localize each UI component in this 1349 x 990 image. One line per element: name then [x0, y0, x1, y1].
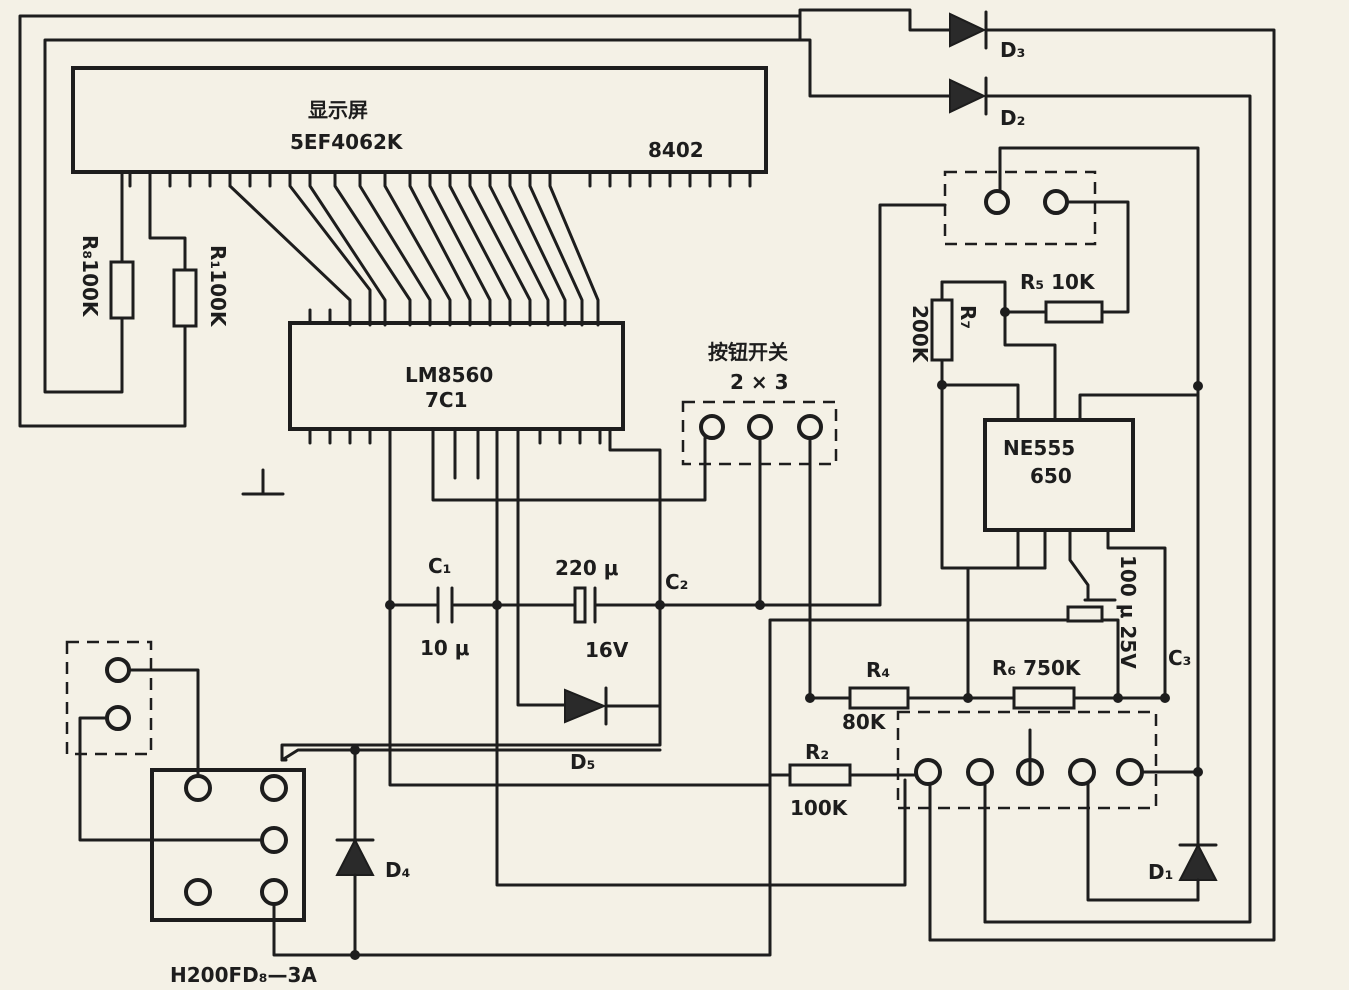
r8-label: R₈100K: [78, 235, 102, 317]
r5-r7-wiring: [940, 280, 1200, 570]
ground-symbol: [241, 468, 285, 496]
display-pins: [128, 170, 752, 188]
r1-label: R₁100K: [206, 245, 230, 327]
d1-diode: [1178, 842, 1218, 881]
left-socket-terminal-2[interactable]: [105, 705, 131, 731]
d2-diode: [949, 78, 987, 114]
c2-value-label: 220 μ: [555, 556, 619, 580]
switch-name-label: 按钮开关: [708, 340, 788, 364]
power-socket-outline: [943, 170, 1097, 246]
c3-value-label: 100 μ 25V: [1116, 555, 1140, 669]
r4-value-label: 80K: [842, 710, 886, 734]
c1-label: C₁: [428, 554, 452, 578]
relay-terminal-1[interactable]: [184, 774, 212, 802]
lm8560-pins: [308, 308, 602, 445]
c2-voltage-label: 16V: [585, 638, 629, 662]
switch-size-label: 2 × 3: [730, 370, 789, 394]
strip-wiring: [928, 728, 1200, 942]
d2-d3-rails: [928, 28, 1276, 942]
strip-terminal-5[interactable]: [1116, 758, 1144, 786]
left-socket-terminal-1[interactable]: [105, 657, 131, 683]
d3-label: D₃: [1000, 38, 1026, 62]
c2-label: C₂: [665, 570, 689, 594]
switch-terminal-2[interactable]: [747, 414, 773, 440]
relay-wiring: [78, 668, 772, 957]
strip-terminal-2[interactable]: [966, 758, 994, 786]
d4-label: D₄: [385, 858, 411, 882]
strip-terminal-4[interactable]: [1068, 758, 1096, 786]
display-block: [71, 66, 768, 174]
ne555-model-label: NE555: [1003, 436, 1076, 460]
relay-contact-strip: [896, 710, 1158, 810]
d1-label: D₁: [1148, 860, 1174, 884]
ne555-ref-label: 650: [1030, 464, 1072, 488]
lm8560-ref-label: 7C1: [425, 388, 468, 412]
c3-capacitor: [1066, 605, 1104, 623]
strip-terminal-1[interactable]: [914, 758, 942, 786]
r1-resistor: [172, 268, 198, 328]
left-socket-outline: [65, 640, 153, 756]
r5-resistor: [1044, 300, 1104, 324]
d4-diode: [335, 837, 375, 876]
display-code-label: 8402: [648, 138, 704, 162]
r5-label: R₅ 10K: [1020, 270, 1095, 294]
d5-diode: [564, 688, 607, 724]
relay-terminal-3[interactable]: [260, 826, 288, 854]
c3-label: C₃: [1168, 646, 1192, 670]
display-bus: [228, 170, 600, 327]
r2-label: R₂: [805, 740, 830, 764]
ne555-block: [983, 418, 1135, 532]
junction-dots: [350, 307, 1203, 960]
r2-resistor: [788, 763, 852, 787]
switch-terminal-1[interactable]: [699, 414, 725, 440]
switch-terminal-3[interactable]: [797, 414, 823, 440]
socket-terminal-1[interactable]: [984, 189, 1010, 215]
r6-label: R₆ 750K: [992, 656, 1081, 680]
display-model-label: 5EF4062K: [290, 130, 403, 154]
lm8560-model-label: LM8560: [405, 363, 494, 387]
relay-terminal-4[interactable]: [184, 878, 212, 906]
relay-terminal-5[interactable]: [260, 878, 288, 906]
lm8560-bottom-wiring: [280, 427, 907, 887]
r7-value-label: 200K: [908, 305, 932, 363]
switch-outline: [681, 400, 838, 466]
display-name-label: 显示屏: [308, 98, 368, 122]
d5-label: D₅: [570, 750, 596, 774]
ne555-bottom-wiring: [966, 528, 1167, 700]
d2-label: D₂: [1000, 106, 1026, 130]
r8-resistor: [109, 260, 135, 320]
relay-block: [150, 768, 306, 922]
socket-terminal-2[interactable]: [1043, 189, 1069, 215]
d3-diode: [949, 12, 987, 48]
r2-value-label: 100K: [790, 796, 848, 820]
r6-resistor: [1012, 686, 1076, 710]
c1-value-label: 10 μ: [420, 636, 470, 660]
relay-model-label: H200FD₈—3A: [170, 963, 317, 987]
r4-label: R₄: [866, 658, 891, 682]
r7-label: R₇: [956, 305, 980, 330]
r7-resistor: [930, 298, 954, 362]
relay-terminal-2[interactable]: [260, 774, 288, 802]
c2-plate-a: [573, 586, 587, 624]
capacitor-line: [388, 203, 947, 607]
r4-resistor: [848, 686, 910, 710]
left-resistor-wiring: [18, 8, 952, 428]
